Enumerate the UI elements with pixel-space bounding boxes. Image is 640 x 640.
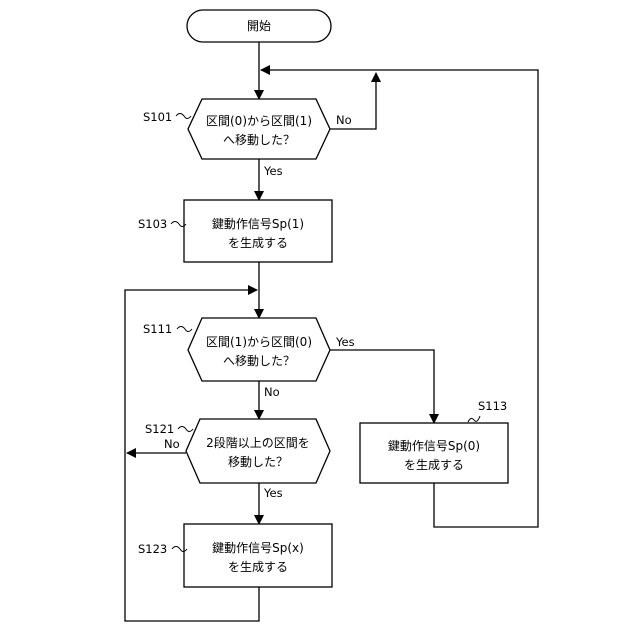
s103-text-line2: を生成する	[228, 236, 288, 250]
s111-leader	[177, 327, 192, 332]
s121-leader	[178, 427, 193, 432]
s101-no-label: No	[336, 113, 352, 127]
process-s123	[184, 524, 332, 587]
s101-leader	[176, 114, 191, 119]
s123-step-label: S123	[138, 542, 167, 556]
decision-s121	[186, 419, 330, 483]
s121-step-label: S121	[145, 422, 174, 436]
s123-text-line2: を生成する	[228, 560, 288, 574]
s121-text-line1: 2段階以上の区間を	[206, 435, 310, 450]
decision-s101	[188, 99, 330, 159]
s111-text-line2: へ移動した？	[223, 354, 295, 368]
s123-text-line1: 鍵動作信号Sp(x)	[212, 540, 304, 555]
process-s103	[184, 200, 332, 262]
s101-yes-label: Yes	[263, 164, 283, 178]
s113-text-line1: 鍵動作信号Sp(0)	[388, 438, 480, 453]
decision-s111	[188, 318, 330, 381]
start-label: 開始	[247, 19, 271, 33]
s103-step-label: S103	[138, 217, 167, 231]
s103-text-line1: 鍵動作信号Sp(1)	[212, 216, 304, 231]
s121-yes-label: Yes	[263, 486, 283, 500]
s121-text-line2: 移動した？	[228, 455, 288, 469]
process-s113	[360, 423, 508, 483]
s113-text-line2: を生成する	[404, 458, 464, 472]
s101-step-label: S101	[143, 110, 172, 124]
s121-no-label: No	[164, 437, 180, 451]
s111-yes-label: Yes	[335, 335, 355, 349]
s113-step-label: S113	[478, 399, 507, 413]
connector-s111-yes-to-s113	[330, 350, 434, 423]
s111-text-line1: 区間(1)から区間(0)	[206, 335, 312, 349]
s111-step-label: S111	[143, 322, 172, 336]
s101-text-line2: へ移動した？	[223, 133, 295, 147]
s101-text-line1: 区間(0)から区間(1)	[206, 114, 312, 128]
s113-leader	[468, 416, 480, 422]
s111-no-label: No	[264, 385, 280, 399]
